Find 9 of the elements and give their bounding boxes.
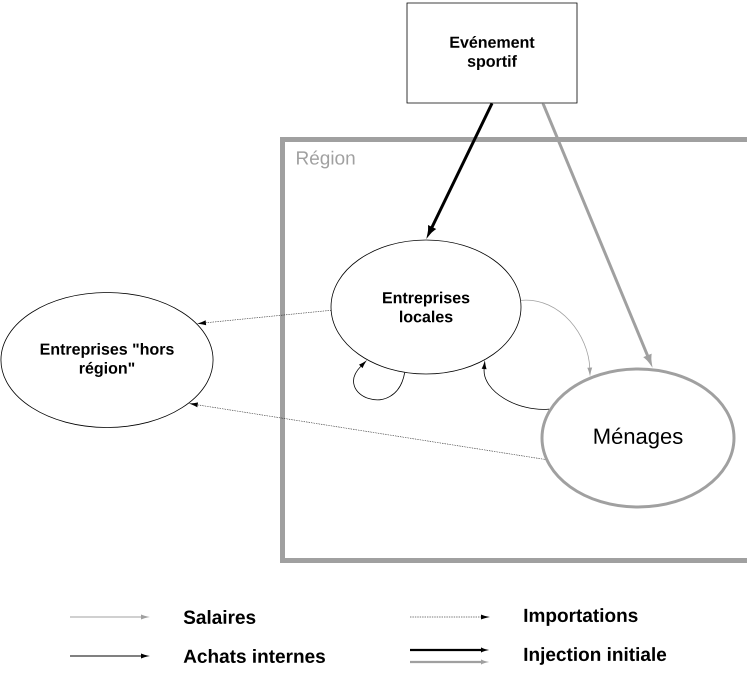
legend-label: Achats internes bbox=[184, 649, 325, 663]
legend-label: Importations bbox=[524, 608, 638, 626]
arrow bbox=[190, 402, 546, 460]
arrow bbox=[482, 362, 550, 410]
legend-label: Injection initiale bbox=[524, 647, 666, 665]
arrow bbox=[198, 310, 332, 326]
arrow bbox=[353, 361, 406, 400]
event-box: Evénement sportif bbox=[406, 2, 578, 104]
legend-label: Salaires bbox=[184, 610, 256, 624]
